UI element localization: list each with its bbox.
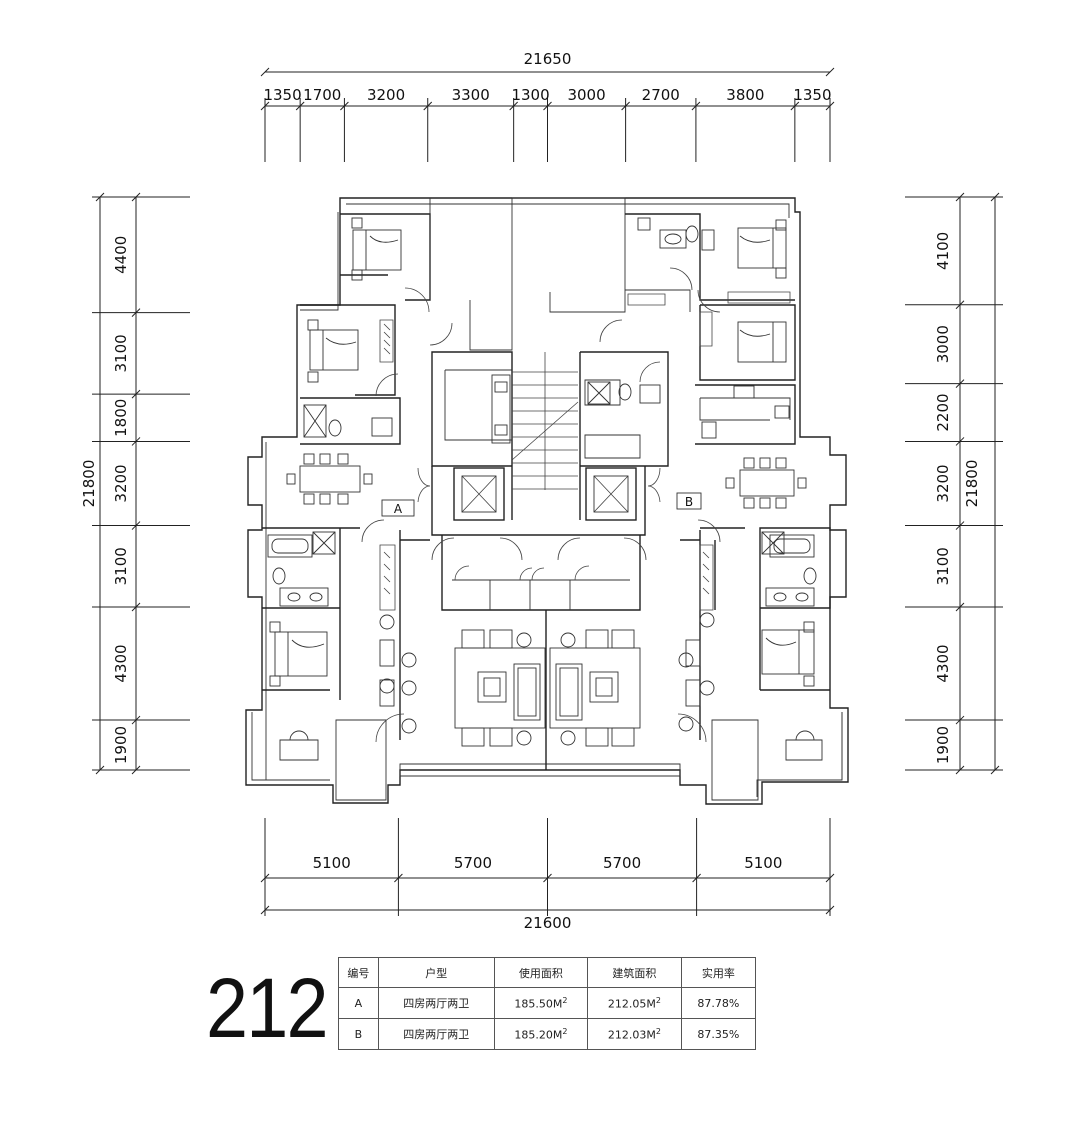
top-tick <box>691 101 701 111</box>
left-segment-label: 3100 <box>112 334 130 372</box>
row-usable-value: 185.20M <box>514 1028 563 1042</box>
row-id: B <box>338 1018 379 1050</box>
bottom-tick <box>692 873 701 883</box>
top-tick <box>543 101 552 111</box>
right-tick <box>955 379 965 388</box>
top-tick <box>260 101 270 111</box>
area-table-header: 编号 户型 使用面积 建筑面积 实用率 <box>338 957 757 988</box>
bottom-tick <box>825 873 835 883</box>
top-tick <box>509 101 519 111</box>
left-segment-label: 4300 <box>112 644 130 682</box>
top-segment-label: 3200 <box>367 86 405 104</box>
top-segment-label: 1300 <box>511 86 549 104</box>
bottom-segment-label: 5700 <box>454 854 492 872</box>
top-tick <box>621 101 630 111</box>
header-type: 户型 <box>377 957 495 988</box>
row-usable-unit-exp: 2 <box>562 995 568 1005</box>
left-tick <box>131 602 141 612</box>
right-tick <box>955 521 965 530</box>
unit-label-a-text: A <box>394 502 403 516</box>
left-segment-label: 3100 <box>112 547 130 585</box>
row-usable-value: 185.50M <box>514 997 563 1011</box>
right-tick <box>955 715 965 725</box>
header-usable-area: 使用面积 <box>493 957 589 988</box>
top-segment-label: 1350 <box>793 86 831 104</box>
row-built-area: 212.05M2 <box>587 987 682 1019</box>
top-tick <box>260 67 270 77</box>
area-table: 编号 户型 使用面积 建筑面积 实用率 A 四房两厅两卫 185.50M2 21… <box>338 957 757 1050</box>
row-built-unit-exp: 2 <box>655 995 661 1005</box>
right-segment-label: 1900 <box>934 726 952 764</box>
left-tick <box>131 389 141 399</box>
top-segment-label: 1350 <box>263 86 301 104</box>
top-segment-label: 1700 <box>303 86 341 104</box>
right-segment-label: 3200 <box>934 464 952 502</box>
header-ratio: 实用率 <box>680 957 757 988</box>
bottom-total-label: 21600 <box>524 914 572 932</box>
table-row: A 四房两厅两卫 185.50M2 212.05M2 87.78% <box>338 987 757 1019</box>
bottom-segment-label: 5700 <box>603 854 641 872</box>
header-id: 编号 <box>338 957 379 988</box>
right-tick <box>955 300 965 310</box>
left-tick <box>131 521 141 530</box>
right-segment-label: 4100 <box>934 232 952 270</box>
bottom-segment-label: 5100 <box>313 854 351 872</box>
left-segment-label: 1900 <box>112 726 130 764</box>
left-segment-label: 1800 <box>112 399 130 437</box>
row-type: 四房两厅两卫 <box>377 987 495 1019</box>
unit-label-a: A <box>381 499 415 517</box>
row-ratio: 87.78% <box>680 987 757 1019</box>
row-built-unit-exp: 2 <box>655 1026 661 1036</box>
row-type: 四房两厅两卫 <box>377 1018 495 1050</box>
top-total-label: 21650 <box>524 50 572 68</box>
unit-label-b: B <box>676 492 702 510</box>
row-built-value: 212.05M <box>607 997 656 1011</box>
bottom-tick <box>260 873 270 883</box>
left-tick <box>131 765 141 775</box>
right-tick <box>955 437 965 446</box>
row-built-value: 212.03M <box>607 1028 656 1042</box>
top-tick <box>790 101 800 111</box>
bottom-segment-label: 5100 <box>744 854 782 872</box>
building-walls <box>245 197 849 805</box>
unit-label-b-text: B <box>685 495 693 509</box>
top-tick <box>825 101 835 111</box>
top-segment-label: 2700 <box>642 86 680 104</box>
right-segment-label: 4300 <box>934 644 952 682</box>
top-tick <box>295 101 305 111</box>
bottom-tick <box>394 873 403 883</box>
left-tick <box>131 437 141 446</box>
left-tick <box>131 715 141 725</box>
left-segment-label: 3200 <box>112 464 130 502</box>
plan-number: 212 <box>206 961 329 1055</box>
row-id: A <box>338 987 379 1019</box>
table-row: B 四房两厅两卫 185.20M2 212.03M2 87.35% <box>338 1018 757 1050</box>
top-segment-label: 3000 <box>567 86 605 104</box>
right-tick <box>955 602 965 612</box>
top-tick <box>423 101 433 111</box>
top-tick <box>340 101 349 111</box>
left-tick <box>131 308 141 318</box>
row-usable-area: 185.20M2 <box>493 1018 589 1050</box>
right-tick <box>955 765 965 775</box>
top-tick <box>825 67 835 77</box>
row-ratio: 87.35% <box>680 1018 757 1050</box>
right-total-label: 21800 <box>963 460 981 508</box>
right-segment-label: 2200 <box>934 393 952 431</box>
header-built-area: 建筑面积 <box>587 957 682 988</box>
top-segment-label: 3800 <box>726 86 764 104</box>
left-segment-label: 4400 <box>112 236 130 274</box>
row-built-area: 212.03M2 <box>587 1018 682 1050</box>
row-usable-unit-exp: 2 <box>562 1026 568 1036</box>
left-total-label: 21800 <box>80 460 98 508</box>
bottom-tick <box>543 873 552 883</box>
right-tick <box>955 192 965 202</box>
row-usable-area: 185.50M2 <box>493 987 589 1019</box>
right-segment-label: 3100 <box>934 547 952 585</box>
top-segment-label: 3300 <box>452 86 490 104</box>
right-segment-label: 3000 <box>934 325 952 363</box>
left-tick <box>131 192 141 202</box>
